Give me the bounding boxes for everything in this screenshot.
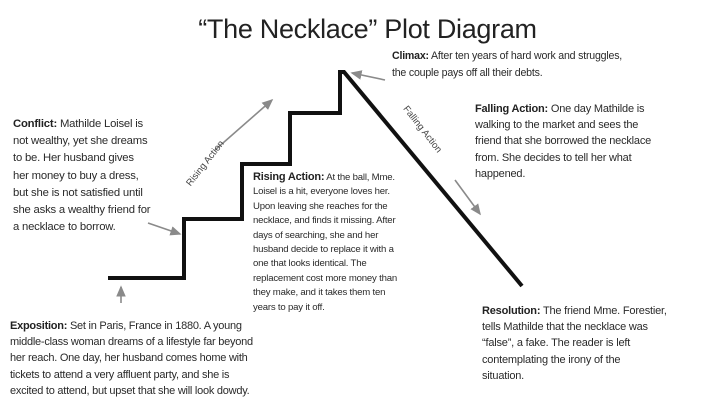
climax-heading: Climax: [392, 50, 429, 62]
rising-action-arrow [214, 98, 274, 151]
rising-action-heading: Rising Action: [253, 171, 325, 183]
climax-text: Climax: After ten years of hard work and… [392, 48, 622, 81]
plot-line [108, 70, 524, 288]
conflict-heading: Conflict: [13, 118, 58, 130]
page-title: “The Necklace” Plot Diagram [198, 14, 537, 44]
resolution-heading: Resolution: [482, 305, 541, 317]
climax-body: After ten years of hard work and struggl… [392, 50, 623, 79]
falling-action-heading: Falling Action: [475, 103, 548, 115]
conflict-text: Conflict: Mathilde Loisel is not wealthy… [13, 116, 151, 236]
climax-arrow [350, 70, 386, 81]
exposition-heading: Exposition: [10, 320, 68, 332]
exposition-body: Set in Paris, France in 1880. A young mi… [10, 320, 253, 397]
resolution-body: The friend Mme. Forestier, tells Mathild… [482, 305, 667, 382]
conflict-body: Mathilde Loisel is not wealthy, yet she … [13, 118, 151, 234]
conflict-arrow [147, 222, 182, 236]
falling-action-text: Falling Action: One day Mathilde is walk… [475, 101, 651, 182]
resolution-text: Resolution: The friend Mme. Forestier, t… [482, 303, 667, 384]
falling-action-body: One day Mathilde is walking to the marke… [475, 103, 652, 180]
rising-action-body: At the ball, Mme. Loisel is a hit, every… [253, 172, 397, 313]
rising-action-text: Rising Action: At the ball, Mme. Loisel … [253, 170, 397, 315]
exposition-text: Exposition: Set in Paris, France in 1880… [10, 318, 253, 399]
falling-action-arrow [454, 179, 481, 216]
